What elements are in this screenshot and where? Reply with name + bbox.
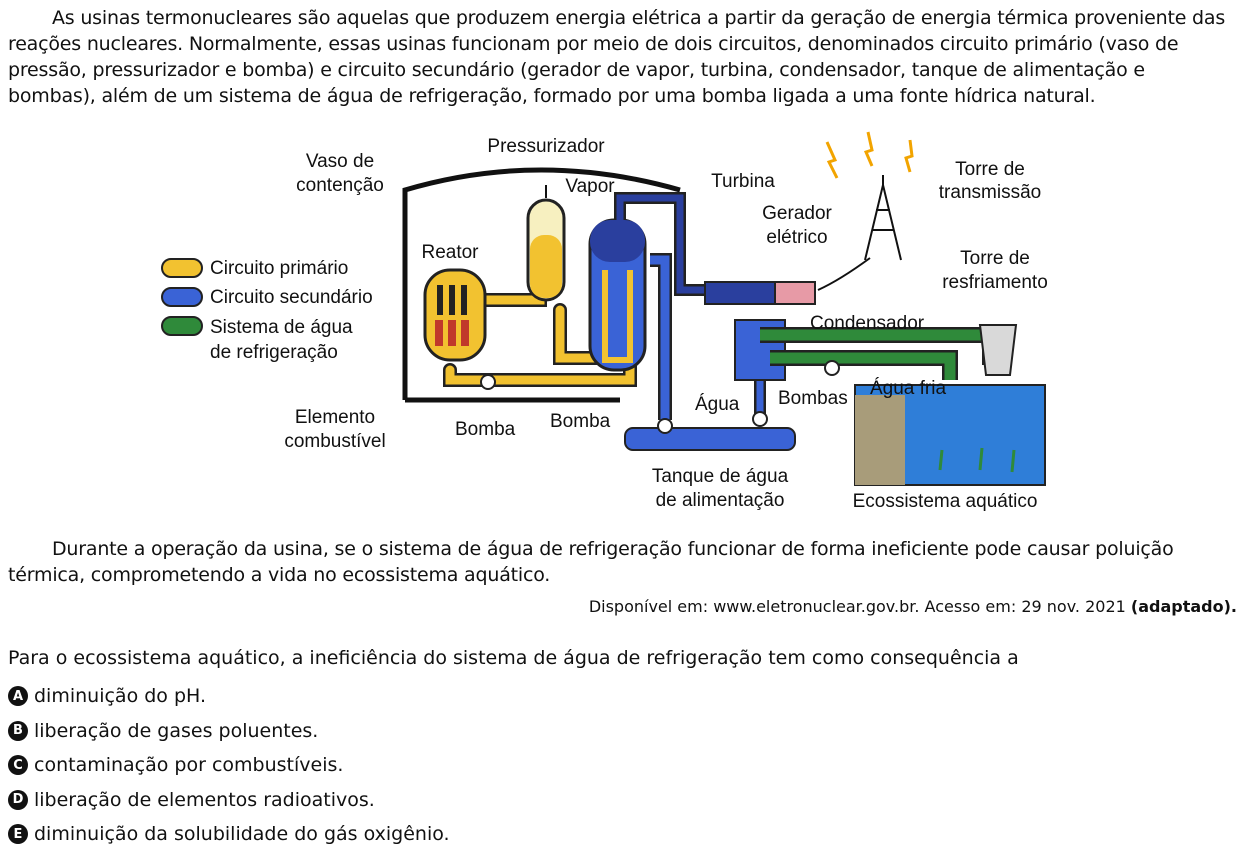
feedwater-tank — [624, 427, 796, 451]
legend-swatch-cooling — [161, 316, 203, 336]
reactor — [423, 268, 487, 362]
label-bomba-secundaria: Bomba — [550, 411, 611, 432]
transmission-tower — [817, 175, 902, 291]
label-turbina: Turbina — [711, 171, 775, 192]
label-elemento-2: combustível — [284, 431, 385, 452]
option-letter-d: D — [8, 789, 28, 810]
option-a[interactable]: A diminuição do pH. — [8, 683, 450, 709]
label-pressurizador: Pressurizador — [487, 136, 605, 157]
label-vapor: Vapor — [565, 176, 615, 197]
source-citation: Disponível em: www.eletronuclear.gov.br.… — [589, 596, 1237, 618]
aquatic-ecosystem — [854, 384, 1046, 486]
label-bomba-primaria: Bomba — [455, 419, 516, 440]
option-text-d: liberação de elementos radioativos. — [34, 788, 375, 811]
option-letter-b: B — [8, 720, 28, 741]
source-note: (adaptado). — [1130, 597, 1237, 616]
option-text-c: contaminação por combustíveis. — [34, 754, 344, 776]
legend-swatch-primary — [161, 258, 203, 278]
primary-pump — [480, 374, 496, 390]
label-ecossistema: Ecossistema aquático — [853, 491, 1038, 512]
condensate-pump — [752, 411, 768, 427]
option-text-a: diminuição do pH. — [34, 685, 207, 707]
label-bombas: Bombas — [778, 388, 848, 409]
label-gerador-2: elétrico — [766, 227, 827, 248]
cooling-circuit — [760, 327, 998, 380]
intro-paragraph: As usinas termonucleares são aquelas que… — [8, 7, 1226, 107]
nuclear-plant-diagram: Circuito primário Circuito secundário Si… — [161, 131, 1048, 512]
label-torre-resfriamento-1: Torre de — [960, 248, 1030, 269]
label-torre-transmissao-1: Torre de — [955, 159, 1025, 180]
label-agua-fria: Água fria — [870, 378, 946, 399]
label-tanque-2: de alimentação — [656, 490, 785, 511]
steam-generator — [588, 218, 647, 372]
label-gerador-1: Gerador — [762, 203, 832, 224]
containment-vessel — [402, 167, 681, 400]
turbine — [704, 281, 776, 305]
label-agua: Água — [695, 394, 740, 415]
label-tanque-1: Tanque de água — [652, 466, 789, 487]
option-b[interactable]: B liberação de gases poluentes. — [8, 718, 450, 744]
option-e[interactable]: E diminuição da solubilidade do gás oxig… — [8, 821, 450, 847]
legend: Circuito primário Circuito secundário Si… — [161, 258, 373, 363]
answer-options: A diminuição do pH. B liberação de gases… — [8, 683, 450, 856]
label-reator: Reator — [421, 242, 479, 263]
option-text-b: liberação de gases poluentes. — [34, 719, 319, 742]
label-vaso-2: contenção — [296, 175, 384, 196]
option-letter-c: C — [8, 755, 28, 775]
legend-label-cooling: Sistema de água — [210, 317, 353, 338]
option-letter-a: A — [8, 686, 28, 706]
cooling-tower — [978, 324, 1018, 376]
label-vaso-1: Vaso de — [306, 151, 374, 172]
question-stem: Para o ecossistema aquático, a ineficiên… — [8, 647, 1019, 669]
option-letter-e: E — [8, 824, 28, 844]
label-torre-transmissao-2: transmissão — [939, 182, 1041, 203]
context-paragraph: Durante a operação da usina, se o sistem… — [8, 538, 1174, 586]
cooling-pump — [824, 360, 840, 376]
legend-label-cooling-2: de refrigeração — [210, 342, 338, 363]
label-torre-resfriamento-2: resfriamento — [942, 272, 1048, 293]
option-c[interactable]: C contaminação por combustíveis. — [8, 752, 450, 778]
pressurizer — [526, 185, 566, 302]
label-elemento-1: Elemento — [295, 407, 375, 428]
option-text-e: diminuição da solubilidade do gás oxigên… — [34, 823, 450, 845]
secondary-pump — [657, 418, 673, 434]
legend-label-secondary: Circuito secundário — [210, 287, 373, 308]
electric-generator — [774, 281, 816, 305]
legend-label-primary: Circuito primário — [210, 258, 348, 279]
label-condensador: Condensador — [810, 313, 925, 334]
source-text: Disponível em: www.eletronuclear.gov.br.… — [588, 597, 1126, 616]
option-d[interactable]: D liberação de elementos radioativos. — [8, 787, 450, 813]
legend-swatch-secondary — [161, 287, 203, 307]
lightning-icon — [825, 131, 914, 179]
